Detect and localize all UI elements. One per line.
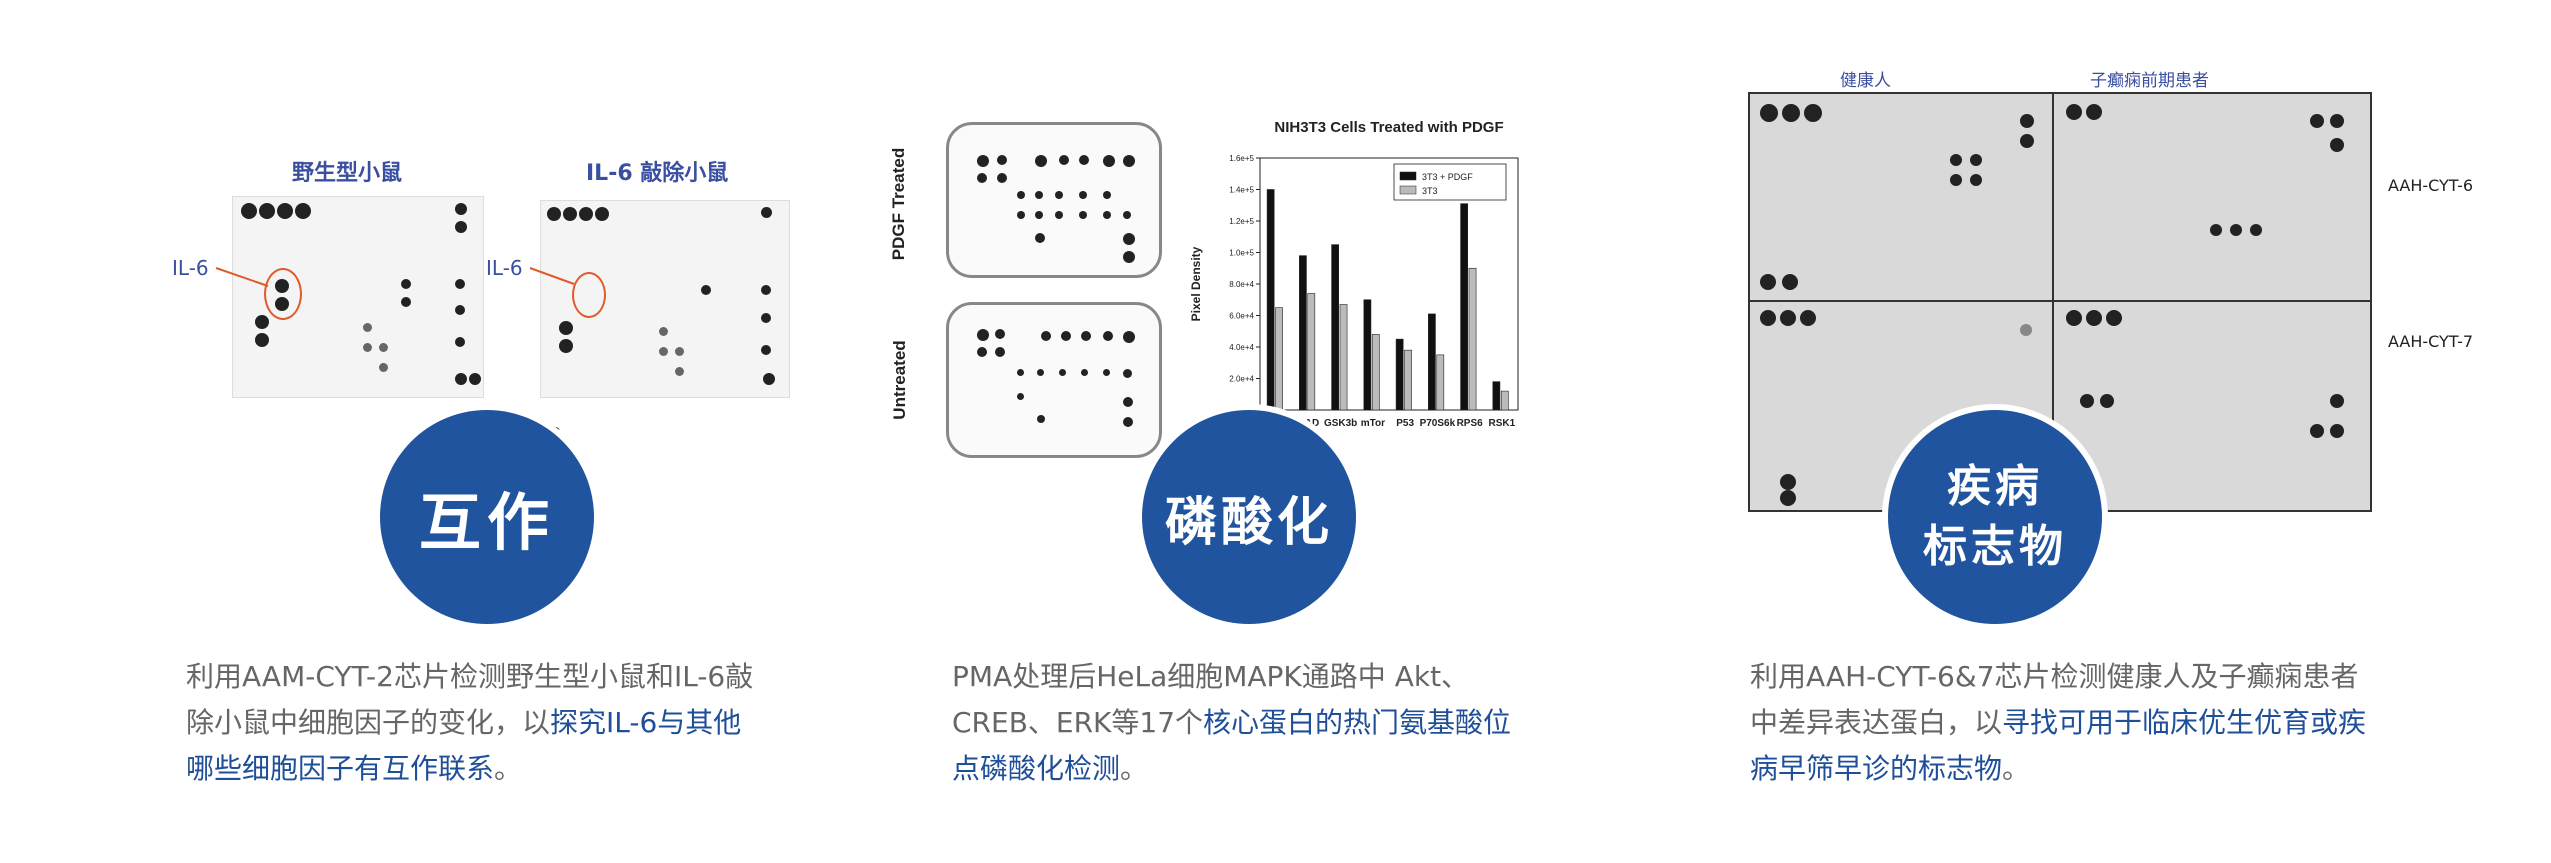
y-tick-label: 4.0e+4 [1229,343,1254,352]
chart-title: NIH3T3 Cells Treated with PDGF [1274,119,1503,136]
x-tick-label: mTor [1361,418,1385,429]
description-biomarker: 利用AAH-CYT-6&7芯片检测健康人及子癫痫患者中差异表达蛋白，以寻找可用于… [1750,654,2370,792]
il6-marker-left: IL-6 [172,256,209,280]
legend-label: 3T3 + PDGF [1422,172,1473,182]
badge-interaction: 互作 [380,410,594,624]
patient-label: 子癫痫前期患者 [2090,71,2209,91]
bar-3t3 [1436,354,1445,411]
bar-3t3 [1275,307,1283,411]
legend-swatch [1399,185,1417,195]
y-axis-label: Pixel Density [1189,246,1203,321]
bar-pdgf [1395,338,1404,411]
badge-biomarker-line1: 疾病 [1947,461,2043,512]
legend-label: 3T3 [1422,186,1438,196]
description-interaction: 利用AAM-CYT-2芯片检测野生型小鼠和IL-6敲除小鼠中细胞因子的变化，以探… [186,654,766,792]
bar-3t3 [1468,267,1477,411]
bar-3t3 [1404,349,1412,411]
x-tick-label: RSK1 [1489,418,1516,429]
bar-pdgf [1331,244,1339,411]
row2-label: AAH-CYT-7 [2388,332,2474,351]
badge-biomarker-line2: 标志物 [1923,521,2067,572]
bar-pdgf [1266,189,1275,411]
badge-biomarker: 疾病 标志物 [1888,410,2102,624]
row1-label: AAH-CYT-6 [2388,176,2474,195]
il6-arrow-left [215,267,269,287]
x-tick-label: BAD [1298,418,1320,429]
x-tick-label: P53 [1396,418,1414,429]
bar-pdgf [1363,299,1372,411]
legend-box [1393,163,1507,201]
bar-3t3 [1371,334,1380,411]
desc-plain: 利用AAM-CYT-2芯片检测野生型小鼠和IL-6敲除小鼠中细胞因子的变化，以 [186,660,754,739]
healthy-label: 健康人 [1840,71,1891,91]
desc-plain: PMA处理后HeLa细胞MAPK通路中 Akt、CREB、ERK等17个 [952,660,1470,739]
il6-marker-right: IL-6 [486,256,523,280]
bar-pdgf [1428,313,1436,411]
rounded-label-top: PDGF Treated [889,147,908,261]
bar-pdgf [1299,255,1307,411]
desc-end: 。 [494,752,523,785]
desc-end: 。 [2002,752,2031,785]
il6-highlight-circle-left [264,268,302,320]
x-tick-label: GSK3b [1324,418,1357,429]
pdgf-treated-array [946,122,1162,278]
x-tick-label: RPS6 [1457,418,1484,429]
badge-phosphorylation-text: 磷酸化 [1164,492,1333,553]
desc-highlight: 探究IL-6与其他哪些细胞因子有互作联系 [186,706,742,785]
phospho-bar-chart: NIH3T3 Cells Treated with PDGF Pixel Dens… [1189,119,1519,429]
y-tick-label: 1.2e+5 [1229,217,1254,226]
desc-highlight: 寻找可用于临床优生优育或疾病早筛早诊的标志物 [1750,706,2367,785]
badge-phosphorylation: 磷酸化 [1142,410,1356,624]
description-phosphorylation: PMA处理后HeLa细胞MAPK通路中 Akt、CREB、ERK等17个核心蛋白… [952,654,1532,792]
y-tick-label: 1.0e+5 [1229,249,1254,258]
card-biomarker: 健康人 子癫痫前期患者 [1700,0,2551,863]
desc-highlight: 核心蛋白的热门氨基酸位点磷酸化检测 [952,706,1512,785]
y-tick-label: 1.6e+5 [1229,154,1254,163]
card-interaction: 野生型小鼠 IL-6 敲除小鼠 IL-6 [0,0,850,863]
desc-end: 。 [1120,752,1149,785]
knockout-label: IL-6 敲除小鼠 [586,161,729,186]
legend-swatch [1399,171,1417,181]
y-tick-label: 8.0e+4 [1229,280,1254,289]
il6-highlight-circle-right [572,272,606,318]
card-phosphorylation: PDGF Treated Untreated [850,0,1700,863]
y-tick-label: 2.0e+4 [1229,375,1254,384]
rounded-label-bottom: Untreated [890,340,909,420]
badge-interaction-text: 互作 [418,486,555,559]
desc-plain: 利用AAH-CYT-6&7芯片检测健康人及子癫痫患者中差异表达蛋白，以 [1750,660,2359,739]
y-tick-label: 1.4e+5 [1229,186,1254,195]
bar-pdgf [1460,203,1468,411]
bar-3t3 [1500,390,1509,411]
bar-3t3 [1307,293,1316,411]
il6-arrow-right [529,267,575,285]
untreated-array [946,302,1162,458]
y-tick-label: 6.0e+4 [1229,312,1254,321]
x-tick-label: P70S6k [1420,418,1456,429]
bar-3t3 [1339,304,1348,411]
bar-pdgf [1492,381,1501,411]
wildtype-label: 野生型小鼠 [292,161,403,186]
